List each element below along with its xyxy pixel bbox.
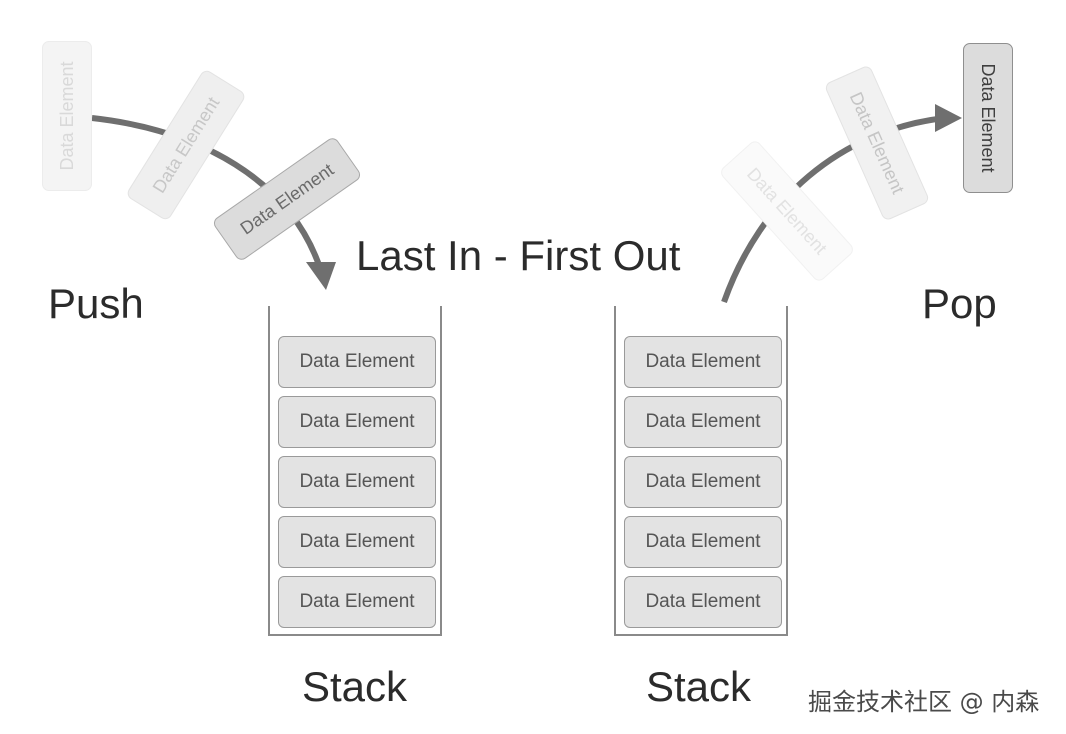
stack-right-element-2: Data Element bbox=[624, 396, 782, 448]
pop-label: Pop bbox=[922, 280, 997, 327]
watermark: 掘金技术社区 @ 内森 bbox=[808, 688, 1040, 716]
stack-left-element-4: Data Element bbox=[278, 516, 436, 568]
stack-left-element-1: Data Element bbox=[278, 336, 436, 388]
push-arrow bbox=[91, 115, 323, 269]
pop-arrowhead bbox=[935, 104, 962, 132]
push-flying-element-1: Data Element bbox=[42, 41, 92, 191]
pop-arrow bbox=[721, 115, 946, 303]
push-arrowhead bbox=[306, 262, 336, 290]
stack-left-element-3: Data Element bbox=[278, 456, 436, 508]
stack-right-element-1: Data Element bbox=[624, 336, 782, 388]
stack-left-element-2: Data Element bbox=[278, 396, 436, 448]
stack-right: Data Element Data Element Data Element D… bbox=[614, 306, 788, 636]
stack-right-element-3: Data Element bbox=[624, 456, 782, 508]
stack-right-element-4: Data Element bbox=[624, 516, 782, 568]
stack-left: Data Element Data Element Data Element D… bbox=[268, 306, 442, 636]
push-label: Push bbox=[48, 280, 144, 327]
stack-left-element-5: Data Element bbox=[278, 576, 436, 628]
stack-right-label: Stack bbox=[646, 663, 752, 710]
diagram-title: Last In - First Out bbox=[356, 232, 681, 279]
stack-right-element-5: Data Element bbox=[624, 576, 782, 628]
stack-left-label: Stack bbox=[302, 663, 408, 710]
pop-flying-element-3: Data Element bbox=[963, 43, 1013, 193]
